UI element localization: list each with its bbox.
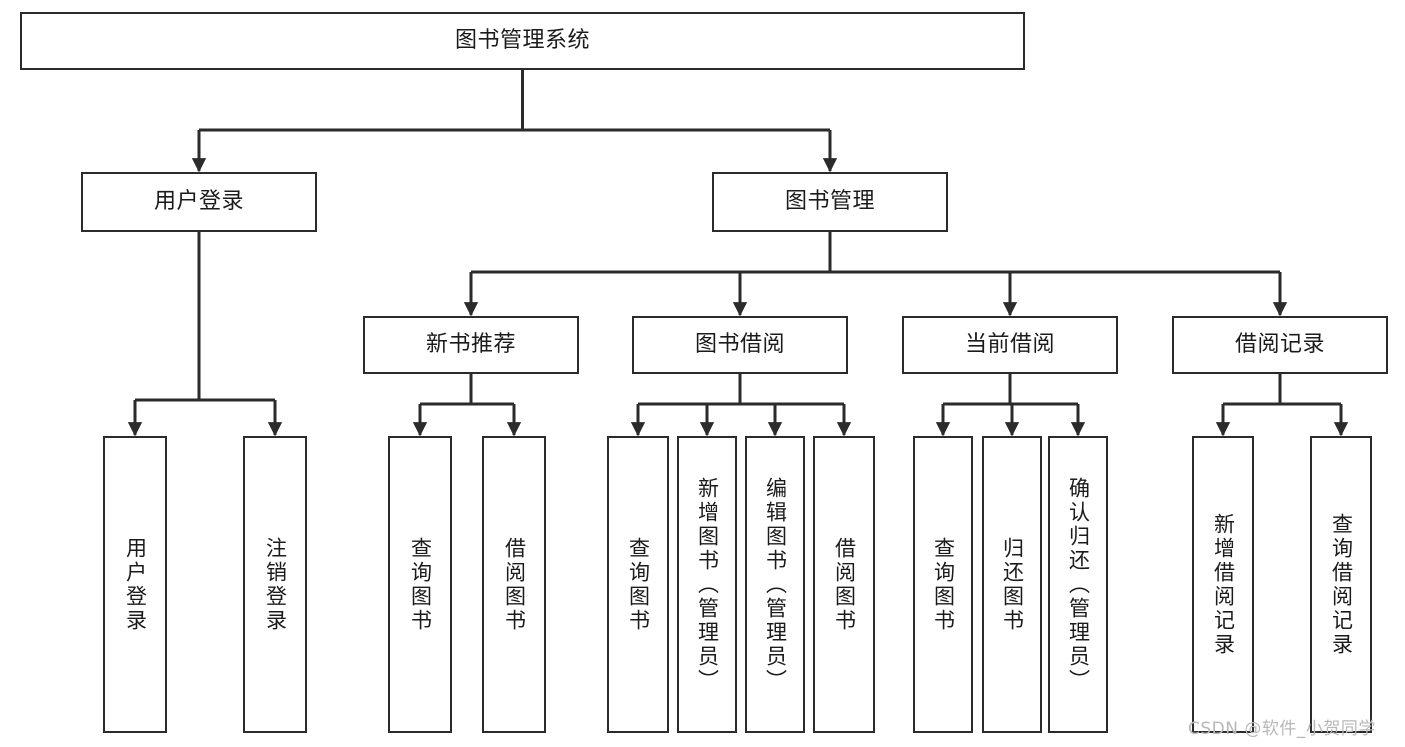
node-leaf-cur-query[interactable]: 查询图书 [913, 436, 973, 733]
node-leaf-new-query[interactable]: 查询图书 [388, 436, 452, 733]
node-label: 当前借阅 [964, 332, 1055, 358]
node-records[interactable]: 借阅记录 [1172, 316, 1388, 374]
node-label: 查询借阅记录 [1329, 512, 1354, 657]
node-label: 用户登录 [123, 536, 148, 633]
node-label: 注销登录 [263, 536, 288, 633]
node-current[interactable]: 当前借阅 [902, 316, 1118, 374]
node-leaf-bor-edit[interactable]: 编辑图书（管理员） [745, 436, 805, 733]
node-label: 新增借阅记录 [1211, 512, 1236, 657]
node-leaf-rec-query[interactable]: 查询借阅记录 [1310, 436, 1372, 733]
node-leaf-new-borrow[interactable]: 借阅图书 [482, 436, 546, 733]
node-label: 借阅图书 [502, 536, 527, 633]
node-label: 编辑图书（管理员） [763, 476, 788, 693]
node-leaf-rec-add[interactable]: 新增借阅记录 [1192, 436, 1254, 733]
node-root[interactable]: 图书管理系统 [20, 12, 1025, 70]
node-leaf-cur-return[interactable]: 归还图书 [982, 436, 1042, 733]
node-leaf-bor-borrow[interactable]: 借阅图书 [813, 436, 875, 733]
node-newbook[interactable]: 新书推荐 [363, 316, 579, 374]
node-leaf-user-login[interactable]: 用户登录 [103, 436, 167, 733]
node-label: 归还图书 [1000, 536, 1025, 633]
node-leaf-bor-add[interactable]: 新增图书（管理员） [677, 436, 737, 733]
node-login[interactable]: 用户登录 [81, 172, 317, 232]
node-borrow[interactable]: 图书借阅 [632, 316, 848, 374]
node-label: 借阅图书 [832, 536, 857, 633]
node-label: 借阅记录 [1234, 332, 1325, 358]
node-label: 查询图书 [626, 536, 651, 633]
node-label: 用户登录 [153, 189, 244, 215]
node-label: 确认归还（管理员） [1066, 476, 1091, 693]
node-label: 查询图书 [931, 536, 956, 633]
node-label: 图书管理系统 [454, 28, 590, 54]
node-leaf-bor-query[interactable]: 查询图书 [607, 436, 669, 733]
node-bookmgmt[interactable]: 图书管理 [712, 172, 948, 232]
node-label: 图书借阅 [694, 332, 785, 358]
node-leaf-cur-confirm[interactable]: 确认归还（管理员） [1048, 436, 1108, 733]
node-label: 图书管理 [784, 189, 875, 215]
node-label: 新增图书（管理员） [695, 476, 720, 693]
node-label: 新书推荐 [425, 332, 516, 358]
node-leaf-user-logout[interactable]: 注销登录 [243, 436, 307, 733]
node-label: 查询图书 [408, 536, 433, 633]
